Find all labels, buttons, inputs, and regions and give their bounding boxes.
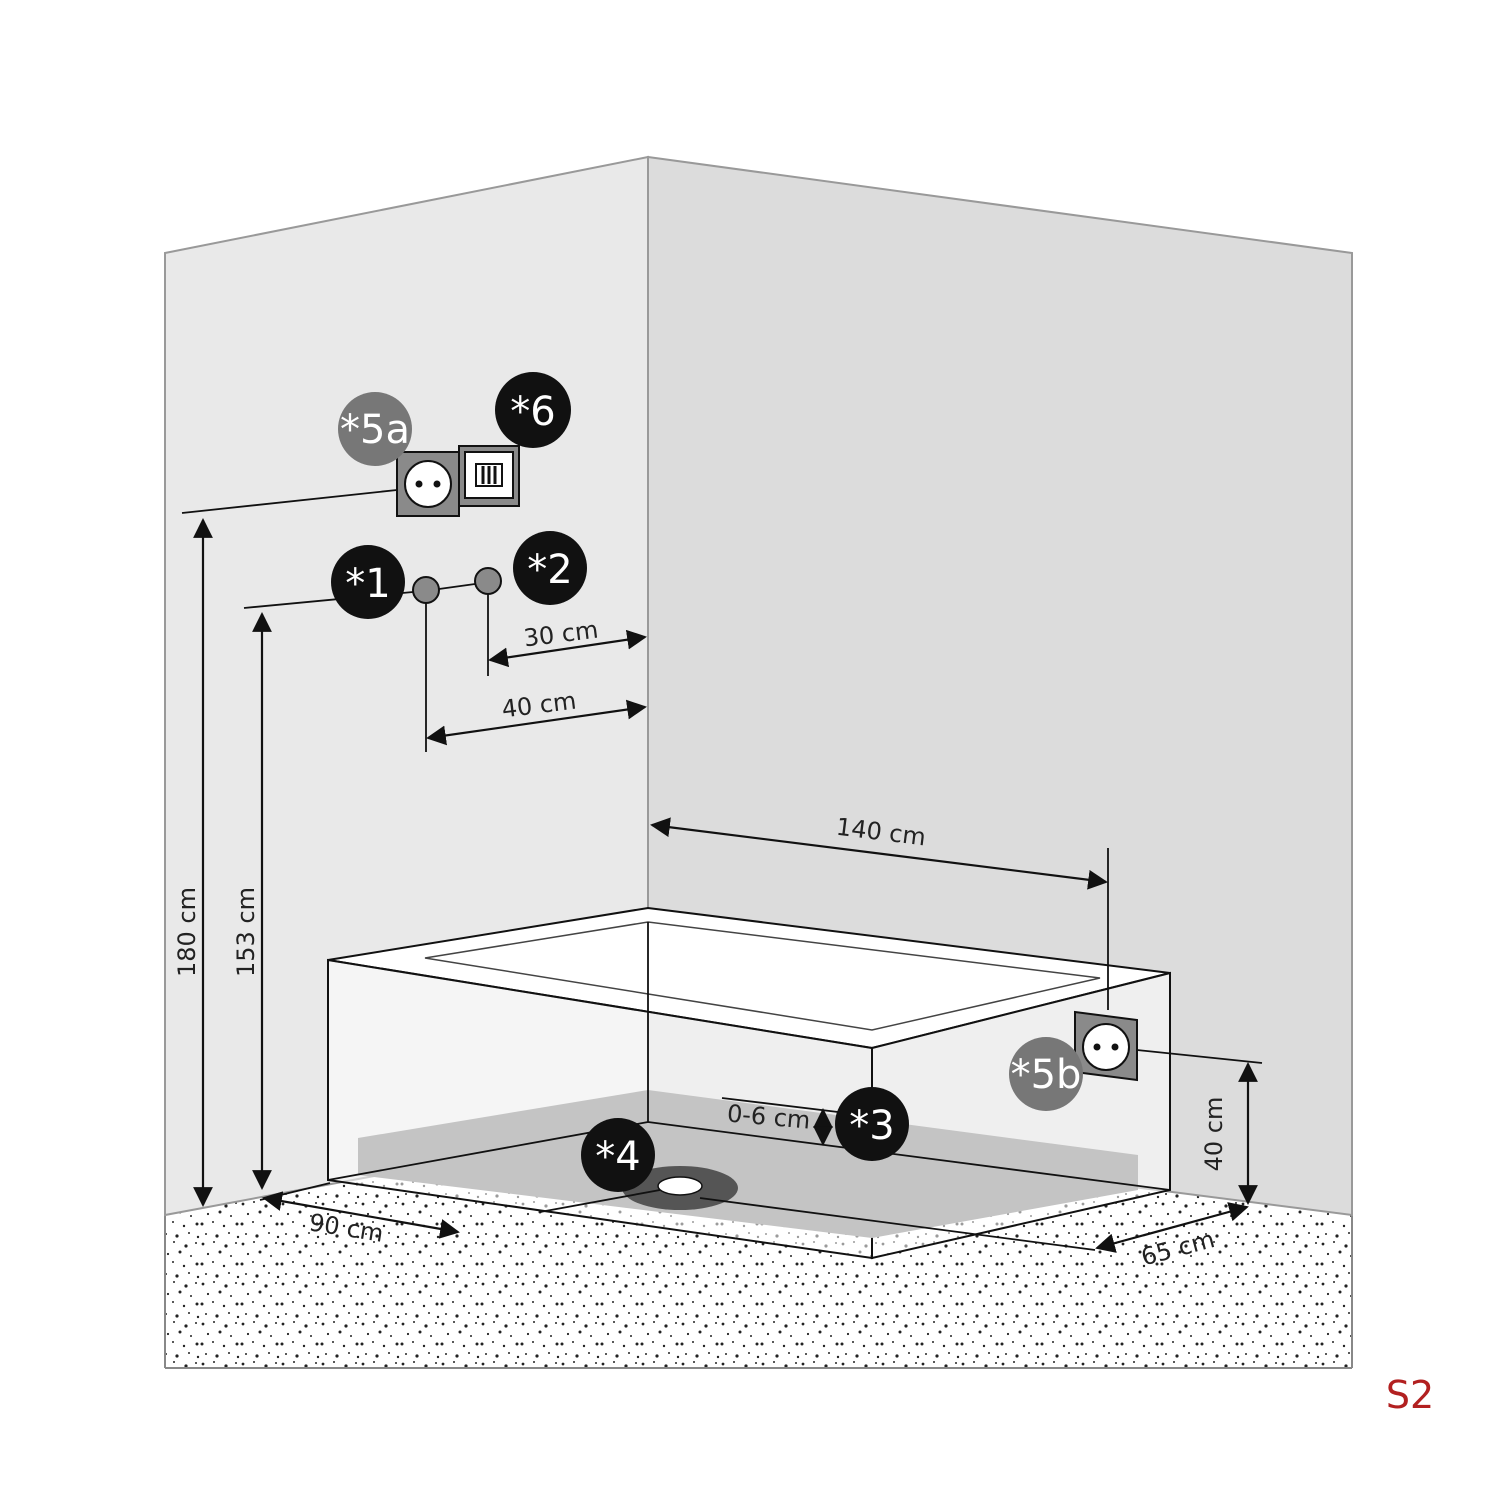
- marker-5b: *5b: [1009, 1037, 1083, 1111]
- marker-2: *2: [513, 531, 587, 605]
- marker-1: *1: [331, 545, 405, 619]
- label-180: 180 cm: [173, 887, 201, 977]
- connector-6: [458, 445, 520, 507]
- outlet-5a: [396, 451, 460, 517]
- water-connection-1: [412, 576, 440, 604]
- arrow-65: [1095, 1202, 1249, 1253]
- marker-2-label: *2: [527, 547, 572, 593]
- outlet-5b: [1074, 1010, 1138, 1082]
- marker-4: *4: [581, 1118, 655, 1192]
- marker-6-label: *6: [510, 389, 555, 435]
- label-40-lower: 40 cm: [1200, 1097, 1228, 1172]
- water-connection-2: [474, 567, 502, 595]
- dimension-arrows: [193, 518, 1258, 1253]
- tray-top-inner: [424, 921, 1101, 1031]
- marker-5a-label: *5a: [340, 407, 410, 453]
- marker-1-label: *1: [345, 561, 390, 607]
- corner-tag: S2: [1386, 1373, 1434, 1417]
- marker-5a: *5a: [338, 392, 412, 466]
- label-153: 153 cm: [232, 887, 260, 977]
- tray-floor-shade: [358, 1090, 1138, 1238]
- arrow-140: [650, 817, 1108, 890]
- marker-4-label: *4: [595, 1134, 640, 1180]
- marker-3: *3: [835, 1087, 909, 1161]
- drain-hole: [657, 1176, 703, 1196]
- arrow-30: [488, 629, 647, 668]
- tray-bottom-edge-right: [647, 1121, 1171, 1191]
- arrow-40-upper: [426, 699, 647, 746]
- marker-6: *6: [495, 372, 571, 448]
- marker-3-label: *3: [849, 1103, 894, 1149]
- arrow-90: [262, 1191, 460, 1239]
- marker-5b-label: *5b: [1011, 1052, 1082, 1098]
